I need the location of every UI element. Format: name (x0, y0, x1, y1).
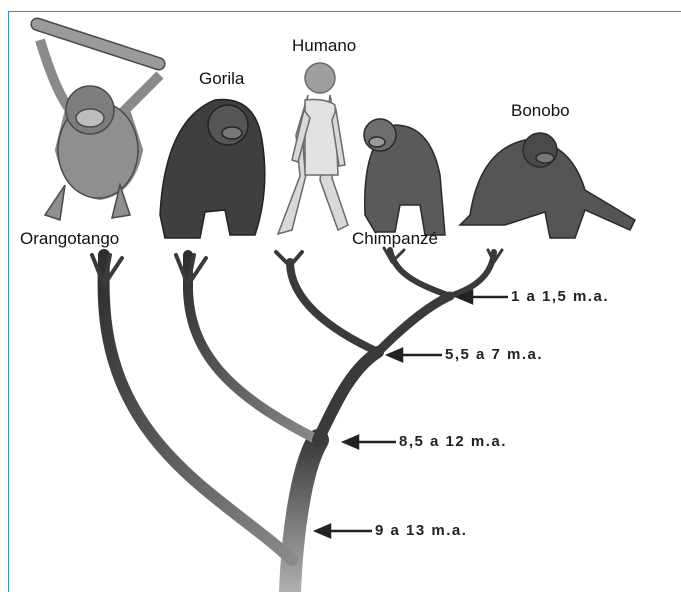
human-figure (278, 63, 348, 234)
hominin-stem-branch (318, 352, 378, 440)
label-humano: Humano (292, 36, 356, 56)
human-branch (290, 262, 378, 352)
time-orangutan: 9 a 13 m.a. (375, 522, 467, 539)
divergence-arrows (316, 291, 508, 537)
arrow-gorilla (344, 436, 396, 448)
bonobo-figure (460, 133, 635, 238)
gorilla-branch (188, 255, 318, 440)
time-human-chimp: 5,5 a 7 m.a. (445, 346, 543, 363)
orangutan-figure (30, 17, 167, 220)
arrow-chimp-bonobo (458, 291, 508, 303)
bonobo-branch (450, 252, 494, 296)
gorilla-figure (160, 100, 265, 239)
time-gorilla: 8,5 a 12 m.a. (399, 433, 507, 450)
trunk-branch (290, 440, 318, 592)
pan-stem-branch (378, 296, 450, 352)
arrow-human-chimp (388, 349, 442, 361)
time-chimp-bonobo: 1 a 1,5 m.a. (511, 288, 609, 305)
phylogenetic-tree (92, 248, 502, 592)
label-gorila: Gorila (199, 69, 244, 89)
chimpanzee-figure (364, 119, 445, 235)
label-chimpanze: Chimpanzé (352, 229, 438, 249)
arrow-orangutan (316, 525, 372, 537)
label-orangotango: Orangotango (20, 229, 119, 249)
label-bonobo: Bonobo (511, 101, 570, 121)
